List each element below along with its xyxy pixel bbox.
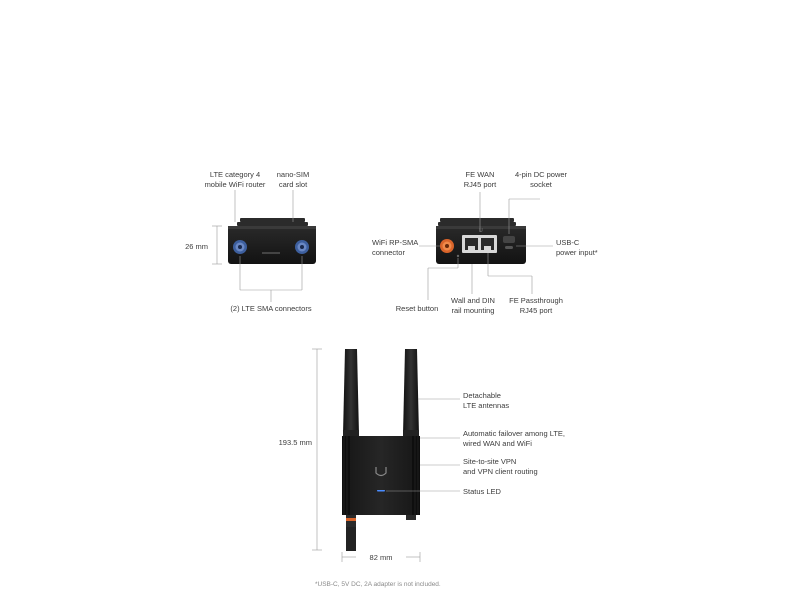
router-side-view <box>228 218 316 264</box>
rj45-ports <box>462 235 497 253</box>
bottom-leaders <box>312 348 460 562</box>
callout-lte-router: LTE category 4 mobile WiFi router <box>204 170 266 189</box>
dimension-height-side: 26 mm <box>185 242 208 251</box>
top-left-leaders <box>212 190 303 302</box>
callout-vpn: Site-to-site VPN and VPN client routing <box>463 457 538 476</box>
router-rear-view: U <box>436 218 526 264</box>
lte-antenna-right <box>403 349 419 436</box>
ubiquiti-logo-icon <box>375 467 387 477</box>
callout-fe-wan: FE WAN RJ45 port <box>463 170 497 189</box>
callout-wifi-rp-sma: WiFi RP-SMA connector <box>372 238 419 257</box>
wifi-rp-sma-connector <box>440 239 454 253</box>
top-right-leaders <box>419 192 553 300</box>
callout-usb-c-power: USB-C power input* <box>556 238 598 257</box>
status-led <box>377 490 385 492</box>
footnote: *USB-C, 5V DC, 2A adapter is not include… <box>315 581 441 588</box>
svg-text:U: U <box>479 228 483 234</box>
callout-automatic-failover: Automatic failover among LTE, wired WAN … <box>463 429 565 448</box>
sma-connector-right <box>295 240 309 254</box>
sma-connector-left <box>233 240 247 254</box>
callout-nano-sim: nano-SIM card slot <box>276 170 310 189</box>
lte-antenna-left <box>343 349 359 436</box>
callout-dc-power: 4-pin DC power socket <box>514 170 568 189</box>
dimension-height-front: 193.5 mm <box>278 438 312 447</box>
dimension-width-front: 82 mm <box>369 553 393 562</box>
callout-reset-button: Reset button <box>395 304 439 313</box>
callout-status-led: Status LED <box>463 487 501 496</box>
callout-detachable-antennas: Detachable LTE antennas <box>463 391 510 410</box>
callout-sma-connectors: (2) LTE SMA connectors <box>230 304 312 313</box>
router-front-view <box>342 349 420 551</box>
callout-fe-passthrough: FE Passthrough RJ45 port <box>509 296 563 315</box>
callout-wall-din-mounting: Wall and DIN rail mounting <box>451 296 495 315</box>
